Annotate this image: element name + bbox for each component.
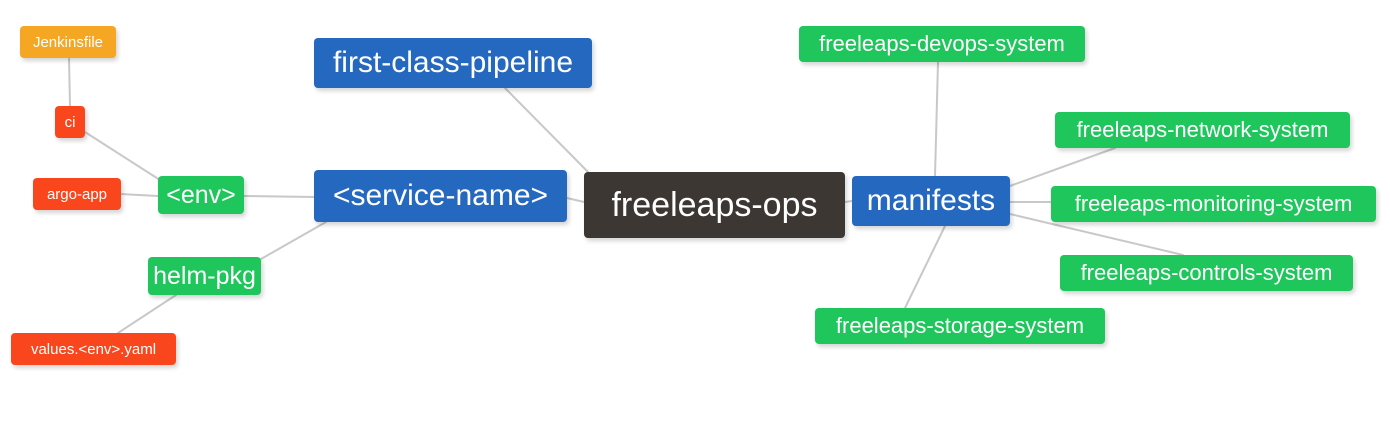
edge-first-class-pipeline-to-freeleaps-ops (504, 87, 591, 175)
edge-freeleaps-ops-to-manifests (844, 200, 853, 203)
mindmap-node-first-class-pipeline[interactable]: first-class-pipeline (314, 38, 592, 88)
node-label: helm-pkg (153, 261, 256, 290)
mindmap-node-argo-app[interactable]: argo-app (33, 178, 121, 210)
node-label: freeleaps-controls-system (1080, 260, 1333, 285)
edge-manifests-to-freeleaps-storage-system (904, 225, 946, 309)
mindmap-node-freeleaps-storage-system[interactable]: freeleaps-storage-system (815, 308, 1105, 344)
node-label: freeleaps-network-system (1076, 117, 1329, 142)
mindmap-node-freeleaps-ops[interactable]: freeleaps-ops (584, 172, 845, 238)
node-label: freeleaps-storage-system (835, 313, 1085, 338)
edge-helm-pkg-to-service-name (260, 221, 327, 260)
node-label: argo-app (46, 185, 108, 203)
node-label: Jenkinsfile (32, 33, 104, 51)
mindmap-node-values-env-yaml[interactable]: values.<env>.yaml (11, 333, 176, 365)
edge-service-name-to-freeleaps-ops (566, 197, 585, 203)
mindmap-node-env[interactable]: <env> (158, 176, 244, 214)
mindmap-node-manifests[interactable]: manifests (852, 176, 1010, 226)
mindmap-node-freeleaps-monitoring-system[interactable]: freeleaps-monitoring-system (1051, 186, 1376, 222)
edge-jenkinsfile-to-ci (68, 57, 71, 107)
node-label: first-class-pipeline (332, 46, 574, 79)
node-label: <env> (166, 180, 236, 209)
node-label: ci (64, 113, 76, 131)
node-label: values.<env>.yaml (30, 340, 157, 358)
edge-values-env-yaml-to-helm-pkg (117, 294, 177, 334)
node-label: freeleaps-devops-system (819, 31, 1065, 56)
node-label: <service-name> (332, 179, 549, 212)
mindmap-node-freeleaps-network-system[interactable]: freeleaps-network-system (1055, 112, 1350, 148)
edge-argo-app-to-env (120, 193, 159, 197)
edge-env-to-service-name (243, 195, 315, 198)
edge-manifests-to-freeleaps-devops-system (934, 61, 939, 177)
node-label: freeleaps-ops (611, 186, 818, 224)
edge-ci-to-env (84, 131, 161, 181)
mindmap-node-jenkinsfile[interactable]: Jenkinsfile (20, 26, 116, 58)
mindmap-node-freeleaps-controls-system[interactable]: freeleaps-controls-system (1060, 255, 1353, 291)
node-label: manifests (866, 184, 996, 217)
mindmap-node-freeleaps-devops-system[interactable]: freeleaps-devops-system (799, 26, 1085, 62)
mindmap-node-helm-pkg[interactable]: helm-pkg (148, 257, 261, 295)
node-label: freeleaps-monitoring-system (1074, 191, 1353, 216)
edge-manifests-to-freeleaps-network-system (1009, 147, 1116, 187)
mindmap-node-service-name[interactable]: <service-name> (314, 170, 567, 222)
mindmap-node-ci[interactable]: ci (55, 106, 85, 138)
